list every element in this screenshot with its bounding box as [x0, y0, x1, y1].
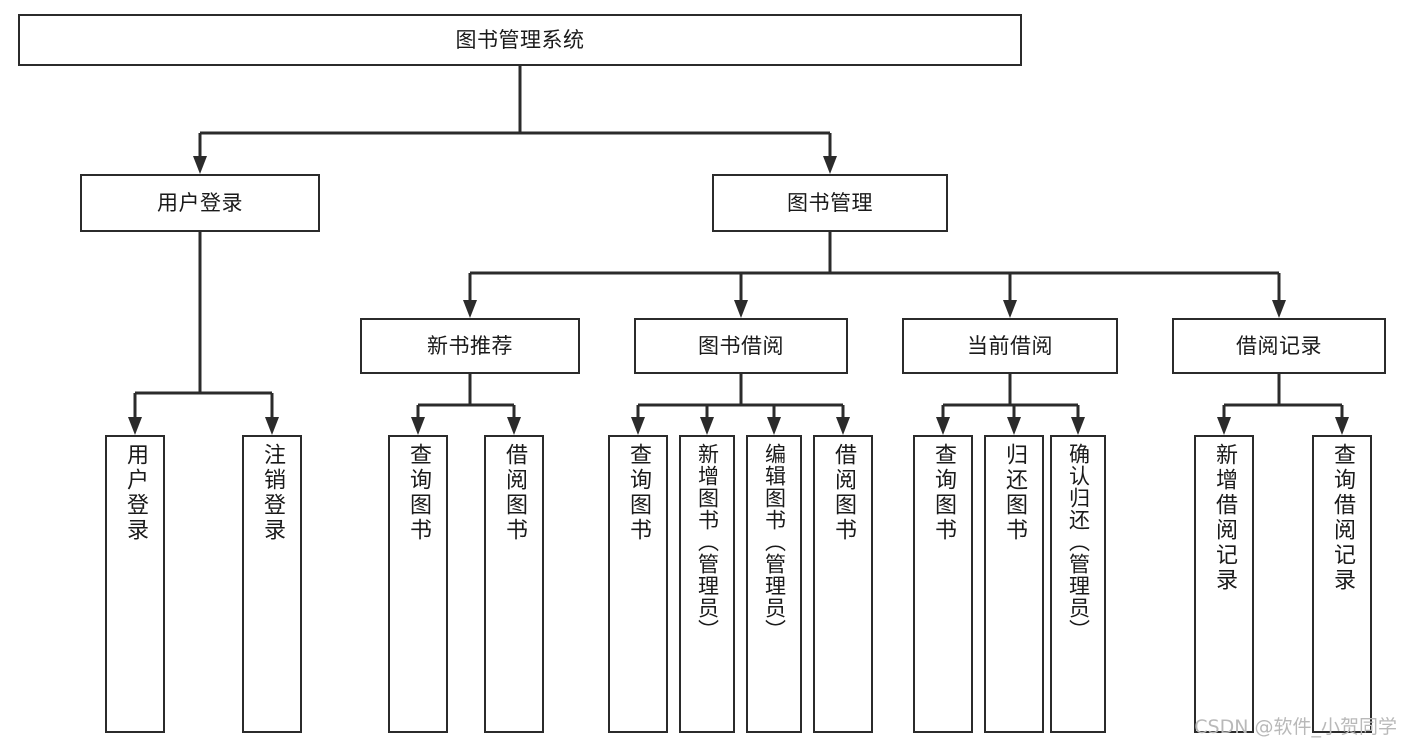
node-label: 图书管理: [787, 190, 873, 215]
node-label: 借阅图书: [831, 443, 856, 543]
node-label: 查询图书: [626, 443, 651, 543]
node-label: 查询图书: [931, 443, 956, 543]
node-leaf-borrow-book-1[interactable]: 借阅图书: [484, 435, 544, 733]
node-leaf-query-book-3[interactable]: 查询图书: [913, 435, 973, 733]
node-leaf-add-book[interactable]: 新增图书（管理员）: [679, 435, 735, 733]
node-label: 新书推荐: [427, 333, 513, 358]
node-leaf-confirm-return[interactable]: 确认归还（管理员）: [1050, 435, 1106, 733]
node-leaf-query-record[interactable]: 查询借阅记录: [1312, 435, 1372, 733]
node-borrow-record[interactable]: 借阅记录: [1172, 318, 1386, 374]
node-leaf-user-logout[interactable]: 注销登录: [242, 435, 302, 733]
node-label: 归还图书: [1002, 443, 1027, 543]
node-root[interactable]: 图书管理系统: [18, 14, 1022, 66]
node-leaf-query-book-2[interactable]: 查询图书: [608, 435, 668, 733]
node-label: 新增图书（管理员）: [695, 443, 720, 641]
node-leaf-add-record[interactable]: 新增借阅记录: [1194, 435, 1254, 733]
node-label: 用户登录: [157, 190, 243, 215]
node-label: 编辑图书（管理员）: [762, 443, 787, 641]
node-book-borrow[interactable]: 图书借阅: [634, 318, 848, 374]
node-label: 新增借阅记录: [1212, 443, 1237, 593]
node-label: 借阅记录: [1236, 333, 1322, 358]
node-leaf-user-login[interactable]: 用户登录: [105, 435, 165, 733]
node-label: 注销登录: [260, 443, 285, 543]
node-leaf-query-book-1[interactable]: 查询图书: [388, 435, 448, 733]
node-label: 查询借阅记录: [1330, 443, 1355, 593]
node-new-book-rec[interactable]: 新书推荐: [360, 318, 580, 374]
node-label: 确认归还（管理员）: [1066, 443, 1091, 641]
node-label: 图书管理系统: [455, 27, 585, 52]
node-book-manage[interactable]: 图书管理: [712, 174, 948, 232]
node-label: 借阅图书: [502, 443, 527, 543]
node-label: 用户登录: [123, 443, 148, 543]
watermark: CSDN @软件_小贺同学: [1194, 716, 1397, 738]
node-leaf-return-book[interactable]: 归还图书: [984, 435, 1044, 733]
node-label: 查询图书: [406, 443, 431, 543]
node-leaf-edit-book[interactable]: 编辑图书（管理员）: [746, 435, 802, 733]
node-current-borrow[interactable]: 当前借阅: [902, 318, 1118, 374]
node-user-login[interactable]: 用户登录: [80, 174, 320, 232]
node-label: 图书借阅: [698, 333, 784, 358]
node-leaf-borrow-book-2[interactable]: 借阅图书: [813, 435, 873, 733]
node-label: 当前借阅: [967, 333, 1053, 358]
